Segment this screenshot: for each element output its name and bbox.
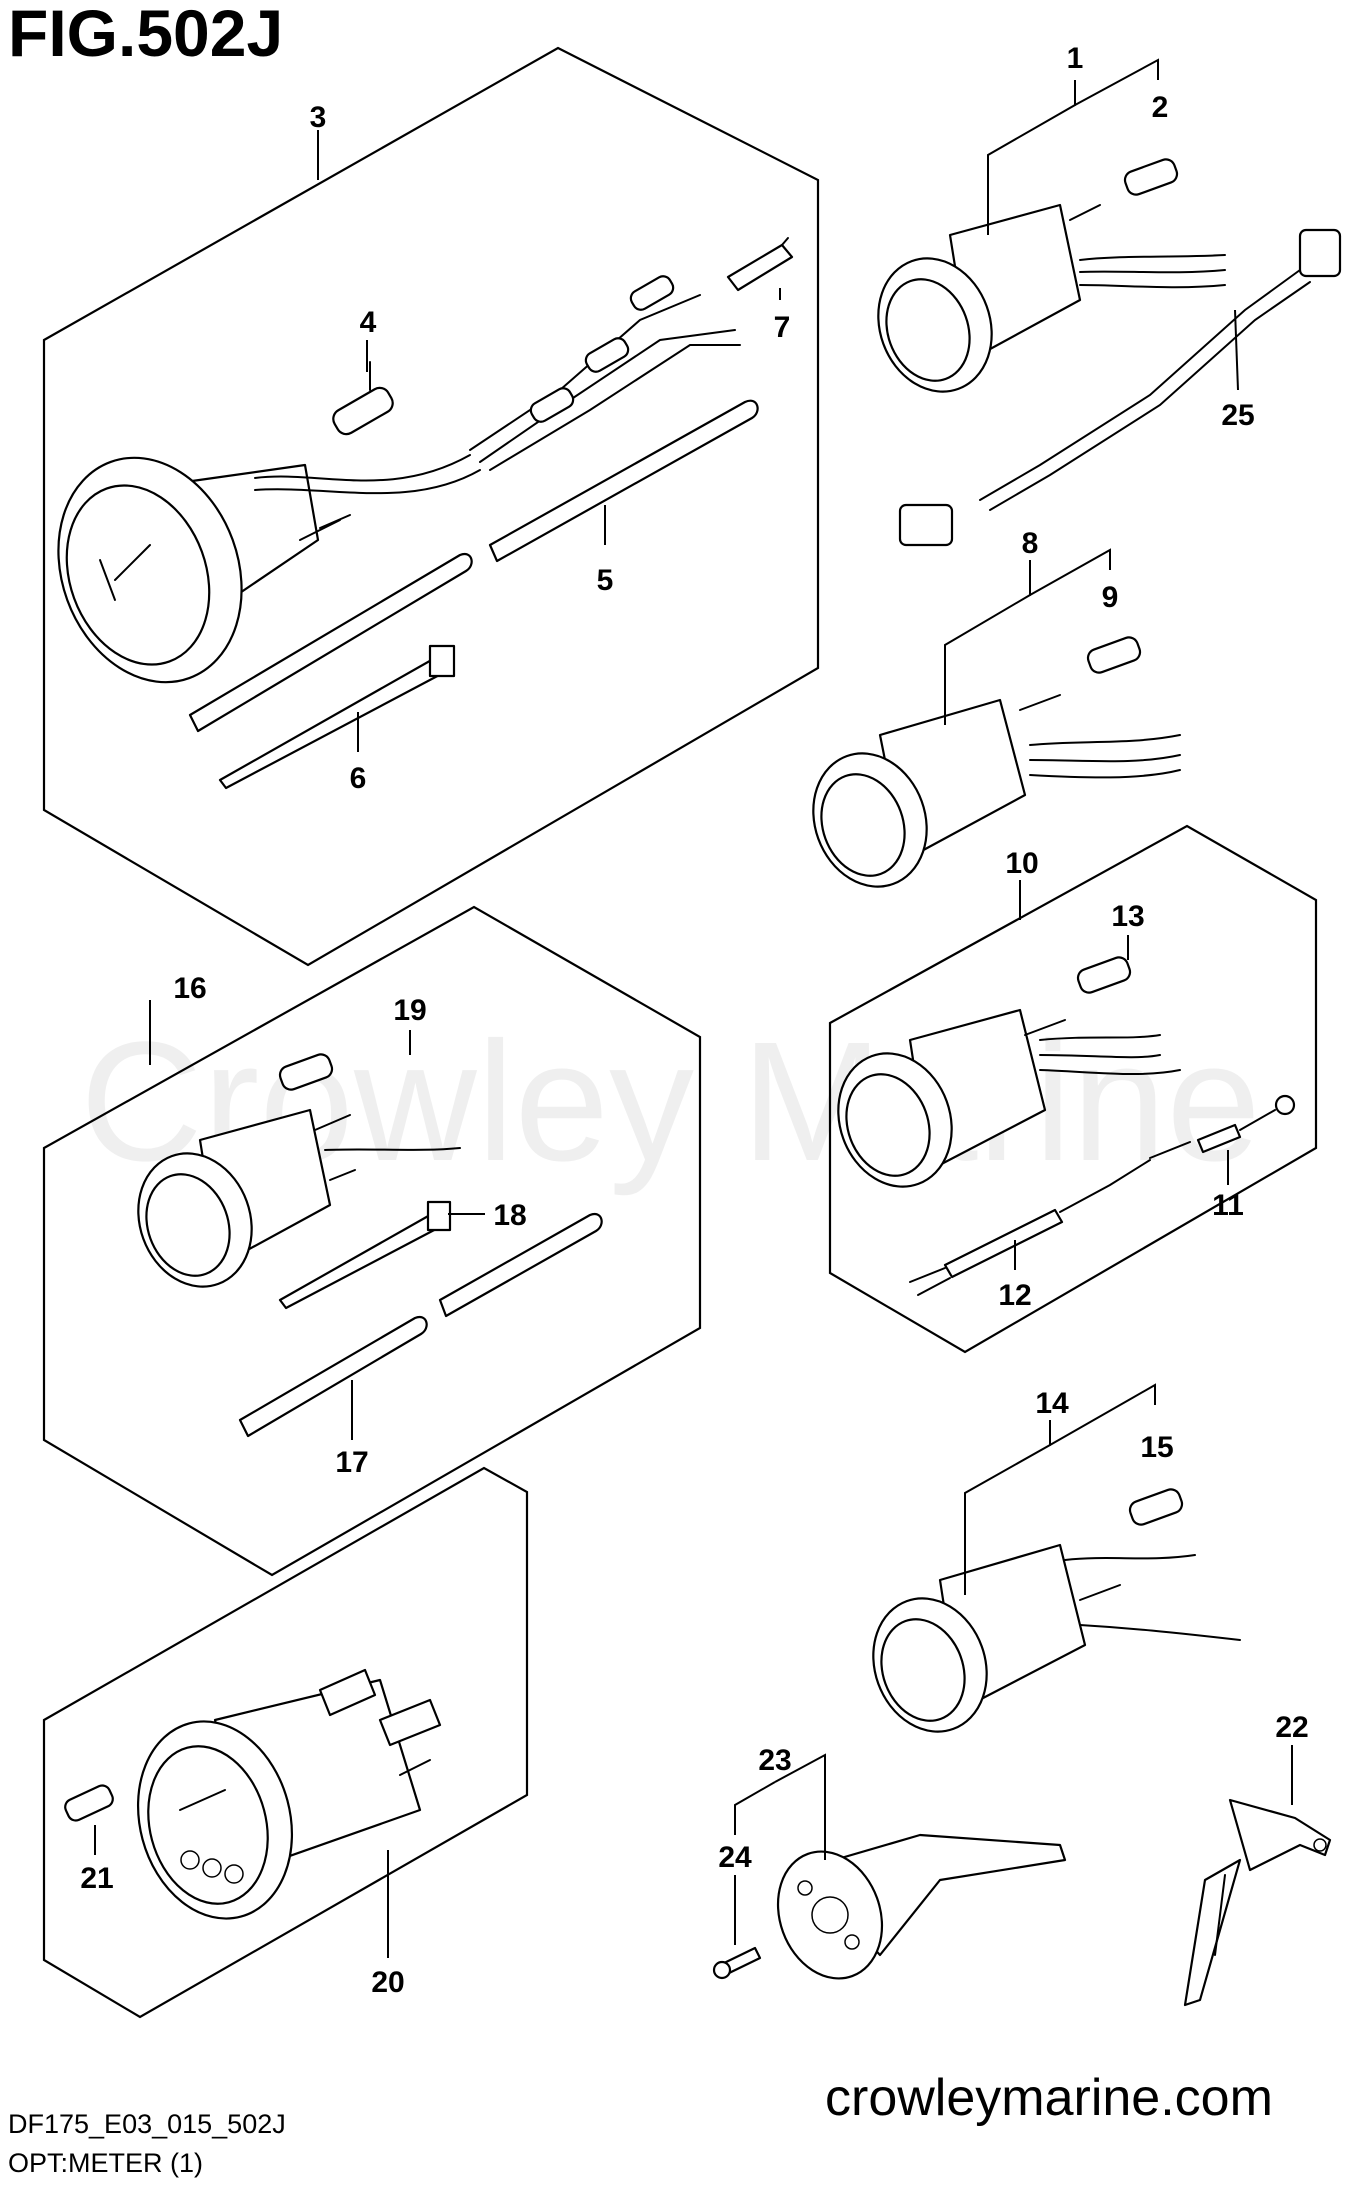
- kit-outline-10: [828, 824, 1318, 1354]
- lead-wire-part-11: [1149, 1094, 1296, 1159]
- callout-1: 1: [1067, 42, 1084, 75]
- website-label: crowleymarine.com: [825, 2069, 1273, 2127]
- callout-15: 15: [1140, 1431, 1173, 1464]
- callout-12: 12: [998, 1279, 1031, 1312]
- bulb-part-4: [332, 361, 394, 436]
- figure-title: FIG.502J: [8, 0, 283, 70]
- callout-3: 3: [310, 101, 327, 134]
- callout-24: 24: [718, 1841, 752, 1874]
- leader-8: [944, 560, 1031, 725]
- kit-outline-3: [42, 46, 820, 967]
- screw-part-24: [712, 1946, 762, 1980]
- callout-23: 23: [758, 1744, 791, 1777]
- kit-outline-16: [42, 905, 702, 1577]
- gauge-part-14: [872, 1543, 1241, 1733]
- leader-1: [987, 80, 1076, 235]
- callout-4: 4: [360, 306, 377, 339]
- leader-14b: [1049, 1383, 1156, 1446]
- leader-23b: [774, 1753, 826, 1860]
- gauge-part-20: [136, 1668, 442, 1920]
- callout-9: 9: [1102, 581, 1119, 614]
- callout-17: 17: [335, 1446, 368, 1479]
- cable-tie-part-6: [218, 644, 456, 790]
- callout-21: 21: [80, 1862, 113, 1895]
- gauge-part-8: [812, 694, 1181, 888]
- gauge-part-10: [837, 1008, 1181, 1188]
- callout-14: 14: [1035, 1387, 1069, 1420]
- sensor-part-22: [1183, 1798, 1332, 2007]
- cable-tie-part-18: [278, 1200, 452, 1310]
- leader-25: [1234, 309, 1239, 391]
- callout-7: 7: [774, 311, 791, 344]
- bulb-part-15: [1128, 1488, 1184, 1526]
- diagram-code: DF175_E03_015_502J: [8, 2109, 286, 2139]
- bulb-part-19: [278, 1053, 334, 1091]
- leader-1b: [1074, 58, 1159, 106]
- leader-23: [734, 1781, 776, 1835]
- gauge-part-16: [137, 1108, 461, 1288]
- callout-18: 18: [493, 1199, 526, 1232]
- callout-19: 19: [393, 994, 426, 1027]
- lead-wire-part-12: [909, 1159, 1151, 1296]
- sender-part-23: [776, 1833, 1067, 1980]
- bulb-part-9: [1086, 636, 1142, 674]
- leader-8b: [1029, 548, 1111, 596]
- callout-16: 16: [173, 972, 206, 1005]
- gauge-part-3: [57, 454, 481, 684]
- terminal-part-7: [726, 237, 794, 292]
- callout-25: 25: [1221, 399, 1254, 432]
- kit-outline-20: [42, 1466, 529, 2019]
- tube-part-5: [188, 399, 759, 733]
- callout-10: 10: [1005, 847, 1038, 880]
- callout-20: 20: [371, 1966, 404, 1999]
- gauge-part-1: [877, 203, 1226, 393]
- callout-6: 6: [350, 762, 367, 795]
- callout-8: 8: [1022, 527, 1039, 560]
- diagram-subtitle: OPT:METER (1): [8, 2148, 203, 2178]
- leader-14: [964, 1420, 1051, 1595]
- harness-part-25: [898, 228, 1342, 547]
- callout-5: 5: [597, 564, 614, 597]
- tube-part-17: [238, 1212, 603, 1438]
- callout-22: 22: [1275, 1711, 1308, 1744]
- bulb-part-21: [64, 1784, 114, 1822]
- harness-part-3: [469, 275, 741, 471]
- bulb-part-2: [1123, 158, 1179, 196]
- bulb-part-13: [1076, 956, 1132, 994]
- callout-2: 2: [1152, 91, 1169, 124]
- callout-11: 11: [1212, 1189, 1244, 1222]
- callout-13: 13: [1111, 900, 1144, 933]
